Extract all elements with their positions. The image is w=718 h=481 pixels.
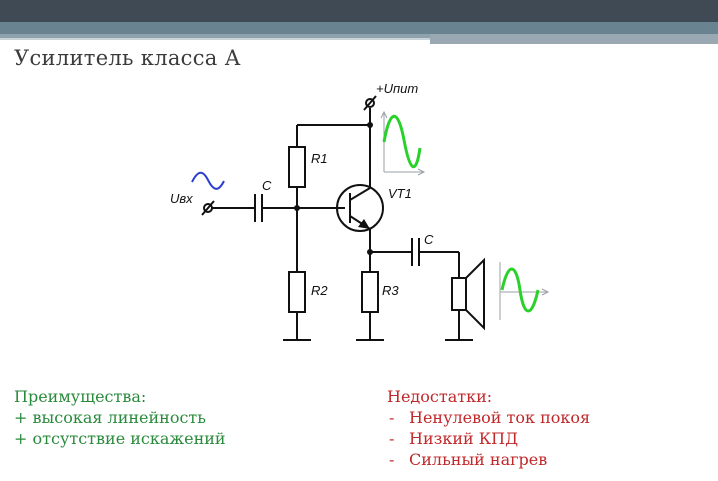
advantages-block: Преимущества: + высокая линейность + отс… xyxy=(14,386,226,449)
input-cap-label: C xyxy=(262,178,272,193)
r2-label: R2 xyxy=(311,283,328,298)
r3-resistor xyxy=(361,271,379,313)
disadvantage-text: Сильный нагрев xyxy=(409,450,548,469)
disadvantage-item: -Ненулевой ток покоя xyxy=(387,407,590,428)
slide-title: Усилитель класса А xyxy=(14,46,241,70)
bullet-dash: - xyxy=(389,408,395,427)
advantage-item: + отсутствие искажений xyxy=(14,429,226,448)
header-stripe xyxy=(0,22,718,34)
r2-resistor xyxy=(288,271,306,313)
advantages-heading: Преимущества: xyxy=(14,387,147,406)
junction-base xyxy=(294,205,300,211)
disadvantages-list: -Ненулевой ток покоя -Низкий КПД -Сильны… xyxy=(387,407,590,470)
bullet-dash: - xyxy=(389,450,395,469)
disadvantage-item: -Сильный нагрев xyxy=(387,449,590,470)
r1-resistor xyxy=(288,146,306,188)
input-terminal-slash xyxy=(201,200,215,216)
disadvantage-text: Низкий КПД xyxy=(409,429,519,448)
output-axis-arrow xyxy=(541,288,550,296)
disadvantages-heading: Недостатки: xyxy=(387,387,493,406)
supply-terminal-slash xyxy=(363,95,377,111)
supply-signal-wave xyxy=(382,114,422,169)
r1-label: R1 xyxy=(311,151,328,166)
disadvantages-block: Недостатки: -Ненулевой ток покоя -Низкий… xyxy=(387,386,590,470)
supply-label: +Uпит xyxy=(376,81,418,96)
output-signal-wave xyxy=(500,267,540,313)
header-underline xyxy=(0,38,430,40)
header-stripe-left xyxy=(0,34,430,38)
vt1-collector xyxy=(349,187,371,201)
disadvantage-item: -Низкий КПД xyxy=(387,428,590,449)
junction-supply xyxy=(367,122,373,128)
r3-label: R3 xyxy=(382,283,399,298)
speaker-cone xyxy=(465,257,485,331)
input-signal-wave xyxy=(191,171,225,190)
output-cap-label: C xyxy=(424,232,434,247)
speaker-body xyxy=(451,277,467,311)
supply-axis-arrow-right xyxy=(417,168,426,176)
vt1-emitter-arrow xyxy=(358,219,370,229)
advantage-item: + высокая линейность xyxy=(14,408,206,427)
disadvantage-text: Ненулевой ток покоя xyxy=(409,408,591,427)
junction-emitter xyxy=(367,249,373,255)
bullet-dash: - xyxy=(389,429,395,448)
header-bar xyxy=(0,0,718,22)
vt1-transistor xyxy=(336,184,384,232)
input-label: Uвх xyxy=(170,191,193,206)
header-stripe-right xyxy=(430,34,718,44)
supply-axis-arrow xyxy=(380,110,388,119)
vt1-label: VT1 xyxy=(388,186,412,201)
